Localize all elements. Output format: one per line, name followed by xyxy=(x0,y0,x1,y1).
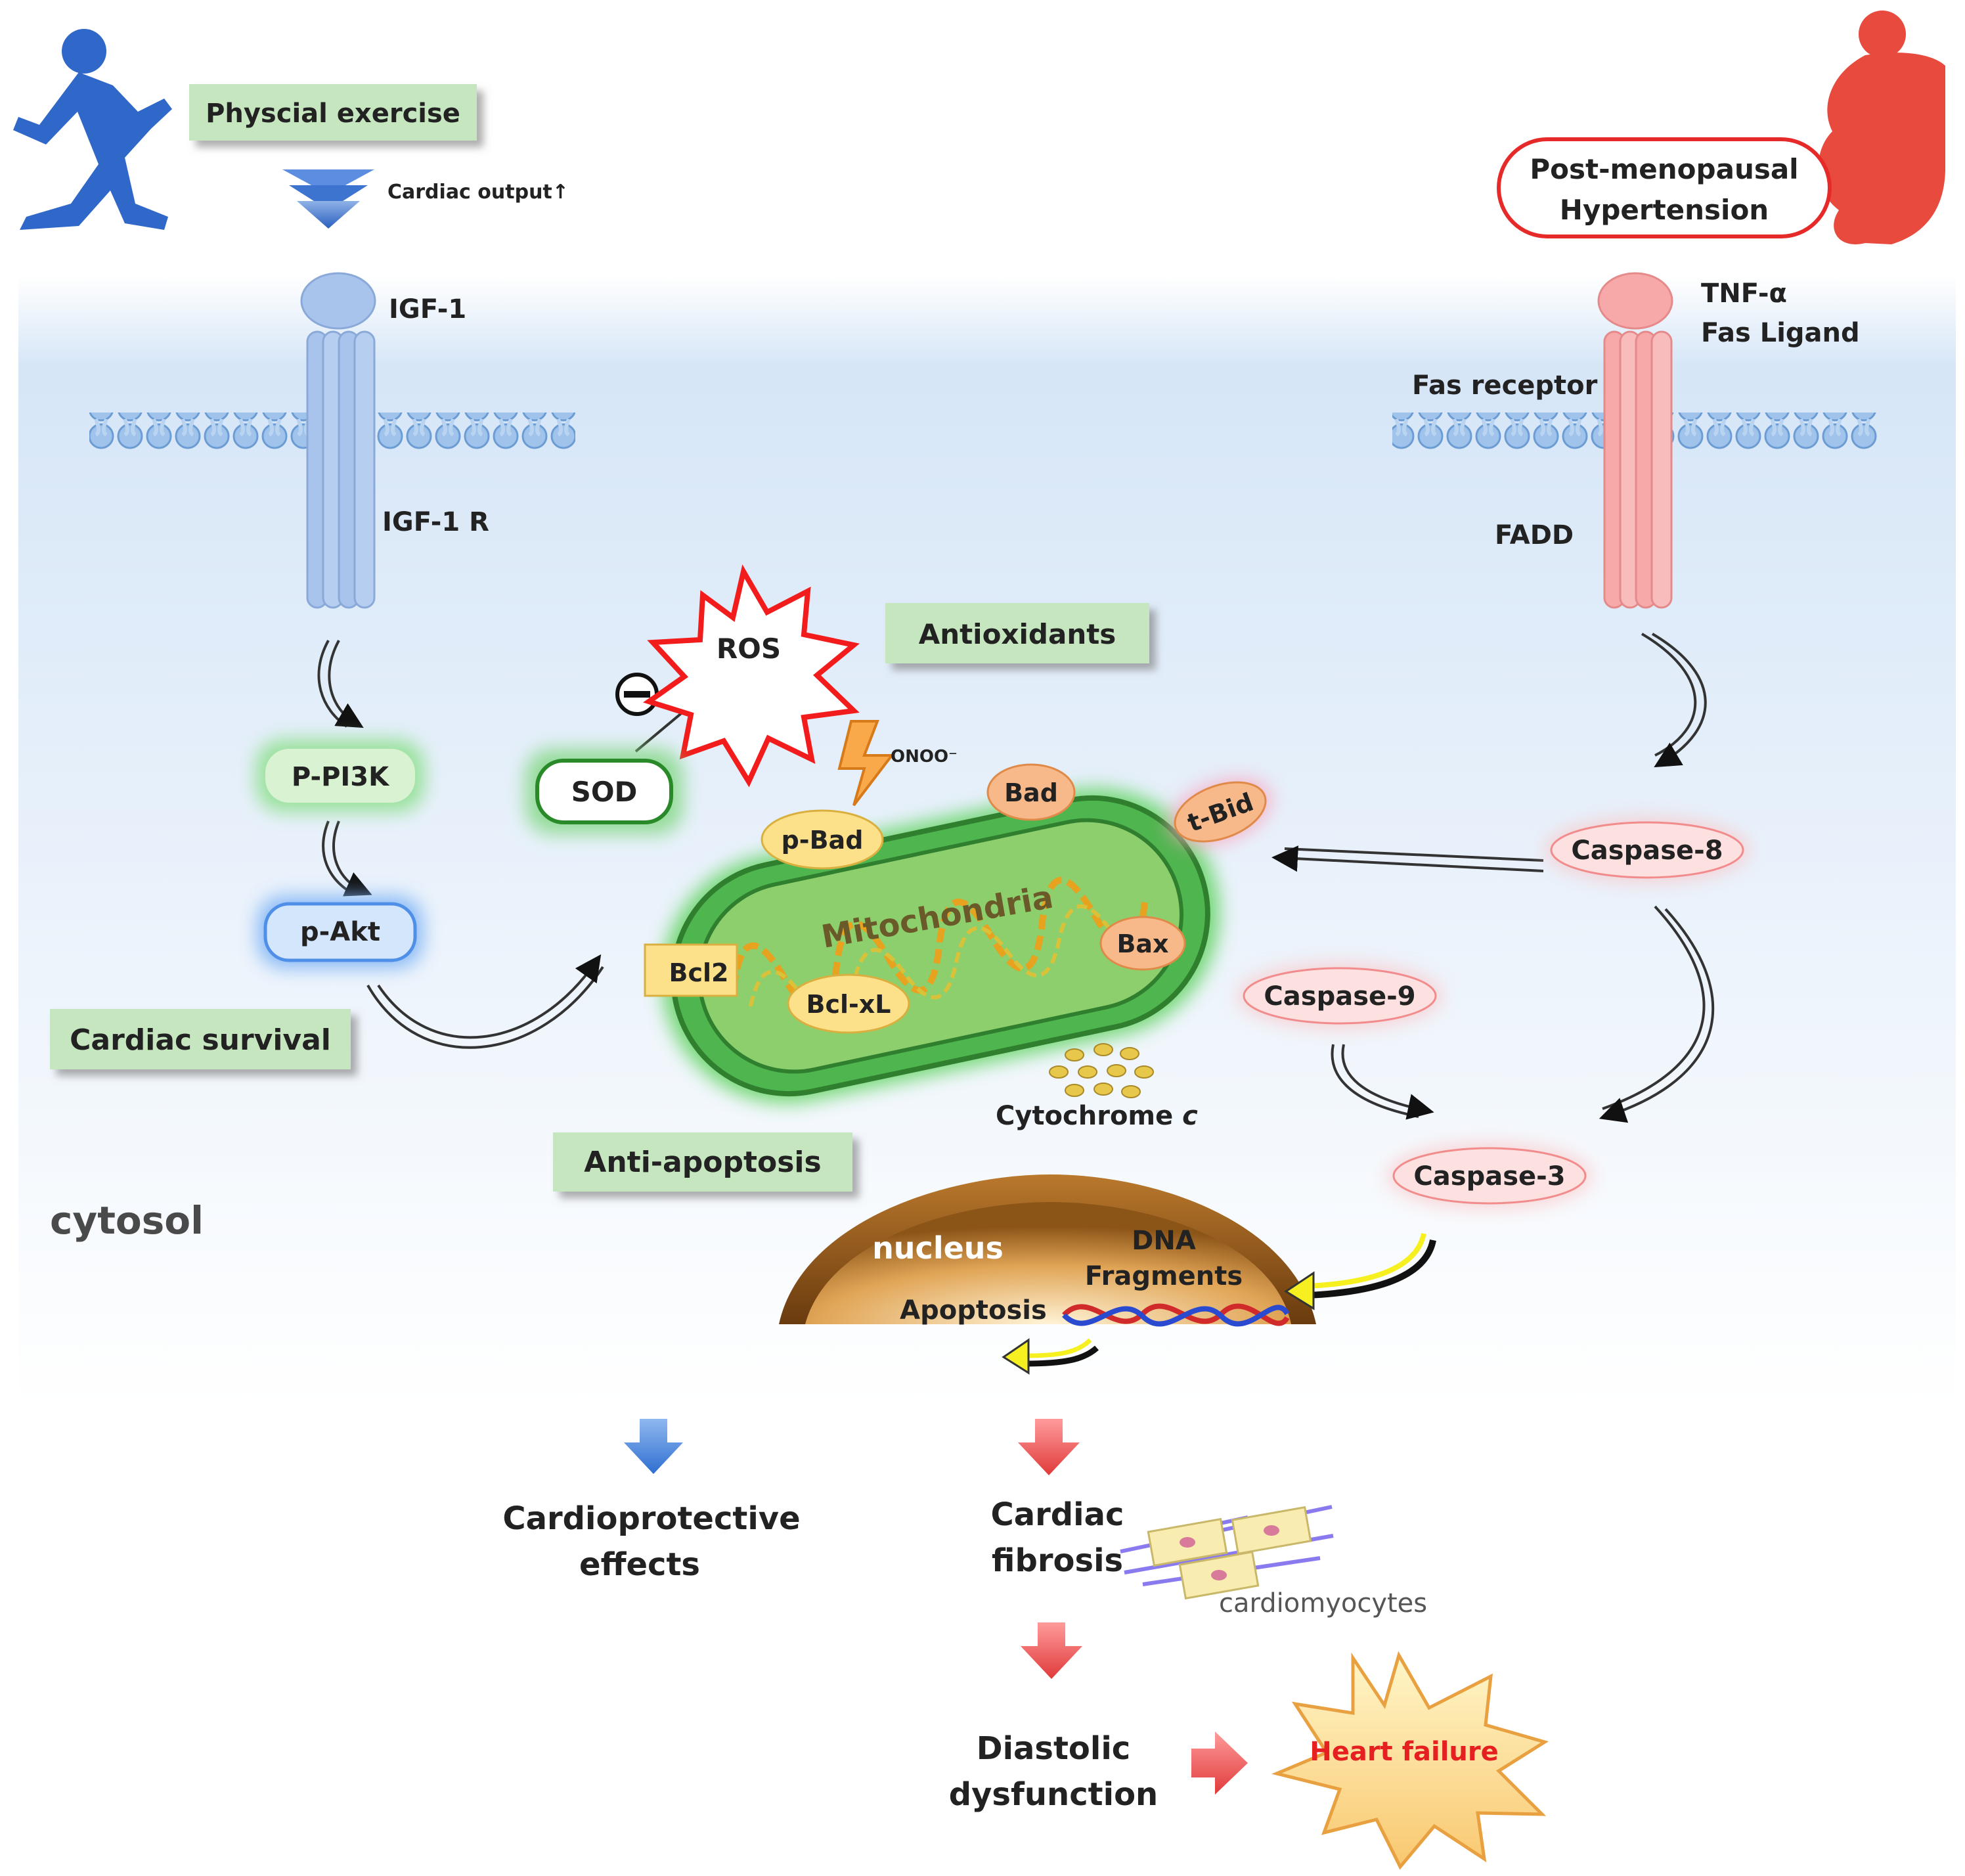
cytochrome-c-dots xyxy=(1049,1043,1154,1098)
blue-down-arrow-icon xyxy=(624,1419,683,1474)
svg-text:SOD: SOD xyxy=(571,776,638,808)
cardioprotective-label: Cardioprotective xyxy=(502,1500,800,1537)
cytosol-label: cytosol xyxy=(50,1198,204,1243)
cardiac-label: Cardiac xyxy=(991,1496,1124,1533)
tbid-protein: t-Bid xyxy=(1168,778,1272,846)
caspase-8: Caspase-8 xyxy=(1545,817,1750,883)
caspase-3: Caspase-3 xyxy=(1387,1143,1592,1209)
svg-text:Bad: Bad xyxy=(1004,778,1058,807)
fibrosis-label: fibrosis xyxy=(992,1542,1123,1579)
bclxl-protein: Bcl-xL xyxy=(787,973,910,1034)
igf1r-label: IGF-1 R xyxy=(382,507,489,537)
bcl2-protein: Bcl2 xyxy=(644,943,738,997)
apoptosis-arrows xyxy=(1002,1233,1436,1375)
svg-text:p-Bad: p-Bad xyxy=(782,826,864,855)
runner-icon xyxy=(13,29,172,230)
anti-apoptosis-box: Anti-apoptosis xyxy=(553,1132,852,1192)
svg-text:ROS: ROS xyxy=(717,633,781,665)
nucleus-label: nucleus xyxy=(872,1230,1004,1266)
red-down-arrow-icon-2 xyxy=(1021,1622,1082,1679)
onoo-label: ONOO⁻ xyxy=(891,747,958,767)
postmenopausal-hypertension-box: Post-menopausal Hypertension xyxy=(1497,137,1832,238)
fas-receptor xyxy=(1597,272,1673,609)
pi3k-box: P-PI3K xyxy=(256,740,424,812)
svg-text:Physcial exercise: Physcial exercise xyxy=(206,99,460,129)
inhibition-icon xyxy=(615,673,659,716)
cardiac-survival-box: Cardiac survival xyxy=(50,1009,351,1069)
igf1-label: IGF-1 xyxy=(389,294,466,324)
cardiac-output-arrow-icon xyxy=(282,169,374,229)
fas-receptor-label: Fas receptor xyxy=(1412,370,1598,401)
svg-text:Hypertension: Hypertension xyxy=(1560,194,1769,226)
ros-burst: ROS xyxy=(643,564,860,788)
svg-text:Heart failure: Heart failure xyxy=(1310,1737,1499,1767)
physical-exercise-box: Physcial exercise xyxy=(189,84,477,141)
svg-text:Caspase-3: Caspase-3 xyxy=(1413,1161,1565,1192)
nucleus xyxy=(779,1174,1316,1327)
woman-silhouette-icon xyxy=(1818,11,1945,244)
svg-text:Post-menopausal: Post-menopausal xyxy=(1530,153,1798,185)
svg-text:Bax: Bax xyxy=(1116,929,1168,958)
bax-protein: Bax xyxy=(1099,916,1186,971)
dysfunction-label: dysfunction xyxy=(949,1776,1158,1813)
cardiac-output-label: Cardiac output↑ xyxy=(387,181,569,204)
svg-text:Bcl2: Bcl2 xyxy=(669,958,729,987)
sod-box: SOD xyxy=(525,749,683,834)
fragments-label: Fragments xyxy=(1085,1261,1243,1291)
svg-text:Antioxidants: Antioxidants xyxy=(919,618,1116,650)
svg-text:Cardiac survival: Cardiac survival xyxy=(70,1023,331,1057)
effects-label: effects xyxy=(579,1546,700,1583)
apoptosis-label: Apoptosis xyxy=(900,1295,1047,1326)
fadd-label: FADD xyxy=(1495,520,1574,550)
pbad-protein: p-Bad xyxy=(761,809,884,870)
igf1-receptor xyxy=(300,272,376,609)
svg-text:Caspase-8: Caspase-8 xyxy=(1571,836,1723,866)
cardiomyocytes-label: cardiomyocytes xyxy=(1219,1588,1427,1619)
bad-protein: Bad xyxy=(986,763,1076,821)
svg-text:p-Akt: p-Akt xyxy=(300,917,380,947)
svg-text:Anti-apoptosis: Anti-apoptosis xyxy=(584,1146,821,1179)
antioxidants-box: Antioxidants xyxy=(885,603,1149,663)
cardiomyocytes-graphic xyxy=(1120,1505,1334,1600)
red-down-arrow-icon xyxy=(1018,1419,1080,1475)
svg-text:Caspase-9: Caspase-9 xyxy=(1264,981,1415,1012)
caspase-9: Caspase-9 xyxy=(1237,963,1442,1029)
lightning-icon xyxy=(837,720,895,807)
red-right-arrow-icon xyxy=(1191,1731,1248,1795)
cytochrome-label: Cytochrome c xyxy=(996,1101,1198,1131)
dna-label: DNA xyxy=(1132,1226,1196,1256)
fas-ligand-label: Fas Ligand xyxy=(1701,318,1860,348)
akt-box: p-Akt xyxy=(257,896,423,968)
svg-text:Bcl-xL: Bcl-xL xyxy=(806,990,891,1019)
svg-text:P-PI3K: P-PI3K xyxy=(292,762,390,792)
heart-failure-burst: Heart failure xyxy=(1271,1651,1549,1870)
diastolic-label: Diastolic xyxy=(977,1730,1131,1767)
tnf-label: TNF-α xyxy=(1701,279,1787,309)
